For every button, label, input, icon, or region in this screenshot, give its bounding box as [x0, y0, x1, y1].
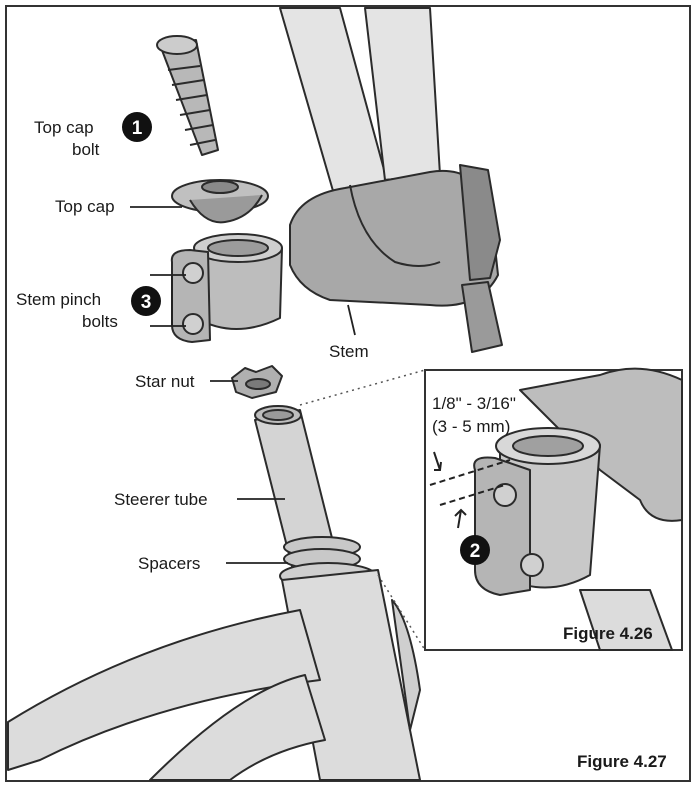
- top-cap: [171, 179, 269, 224]
- top-cap-bolt: [156, 35, 219, 156]
- inset-gap-measure-1: 1/8" - 3/16": [432, 394, 516, 413]
- bike-frame: [7, 569, 421, 781]
- label-stem-pinch-bolts-1: Stem pinch: [16, 290, 101, 309]
- label-top-cap: Top cap: [55, 197, 115, 216]
- label-star-nut: Star nut: [135, 372, 195, 391]
- label-stem: Stem: [329, 342, 369, 361]
- inset-connector-lines: [299, 369, 426, 651]
- label-top-cap-bolt-2: bolt: [72, 140, 100, 159]
- leader-lines: [130, 206, 356, 564]
- callout-1: 1: [122, 112, 152, 142]
- label-spacers: Spacers: [138, 554, 200, 573]
- callout-3: 3: [131, 286, 161, 316]
- label-stem-pinch-bolts-2: bolts: [82, 312, 118, 331]
- label-steerer-tube: Steerer tube: [114, 490, 208, 509]
- inset-detail: [424, 367, 683, 651]
- inset-figure-label: Figure 4.26: [563, 624, 653, 643]
- stem: [170, 164, 503, 353]
- star-nut: [231, 365, 283, 399]
- inset-gap-measure-2: (3 - 5 mm): [432, 417, 510, 436]
- callout-2: 2: [460, 535, 490, 565]
- label-top-cap-bolt-1: Top cap: [34, 118, 94, 137]
- callout-2-number: 2: [470, 541, 481, 562]
- main-figure-label: Figure 4.27: [577, 752, 667, 771]
- callout-1-number: 1: [132, 118, 143, 139]
- callout-3-number: 3: [141, 292, 152, 313]
